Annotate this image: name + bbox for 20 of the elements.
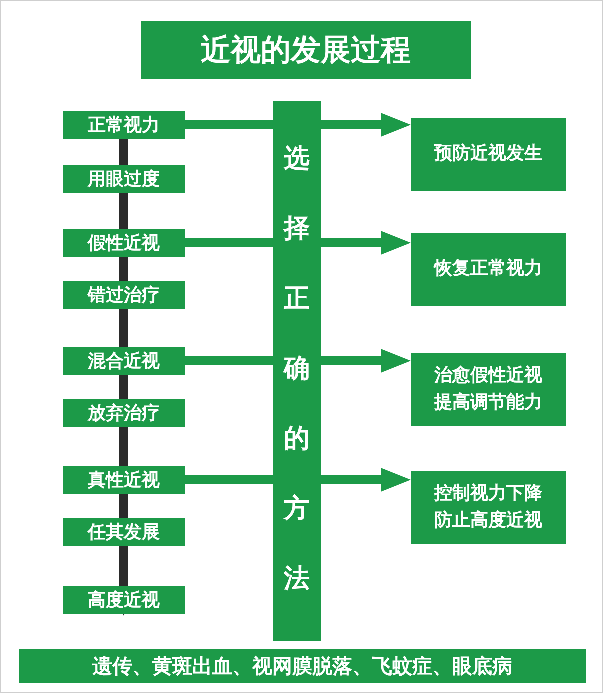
method-bar: 选择正确的方法 [273,101,321,641]
title-banner: 近视的发展过程 [141,21,471,79]
method-box: 预防近视发生 [411,118,566,191]
complication-band: 遗传、黄斑出血、视网膜脱落、飞蚊症、眼底病 [19,649,586,683]
method-box: 治愈假性近视提高调节能力 [411,353,566,426]
stage-box: 真性近视 [63,466,185,494]
stage-box: 假性近视 [63,229,185,257]
arrow [321,231,411,255]
stage-box: 混合近视 [63,347,185,375]
arrow [321,349,411,373]
stage-box: 任其发展 [63,518,185,546]
arrow [321,113,411,137]
stage-box: 放弃治疗 [63,399,185,427]
arrow [321,468,411,492]
stage-box: 用眼过度 [63,165,185,193]
stage-box: 错过治疗 [63,281,185,309]
stage-box: 正常视力 [63,111,185,139]
method-box: 恢复正常视力 [411,233,566,306]
stage-box: 高度近视 [63,586,185,614]
method-box: 控制视力下降防止高度近视 [411,471,566,544]
